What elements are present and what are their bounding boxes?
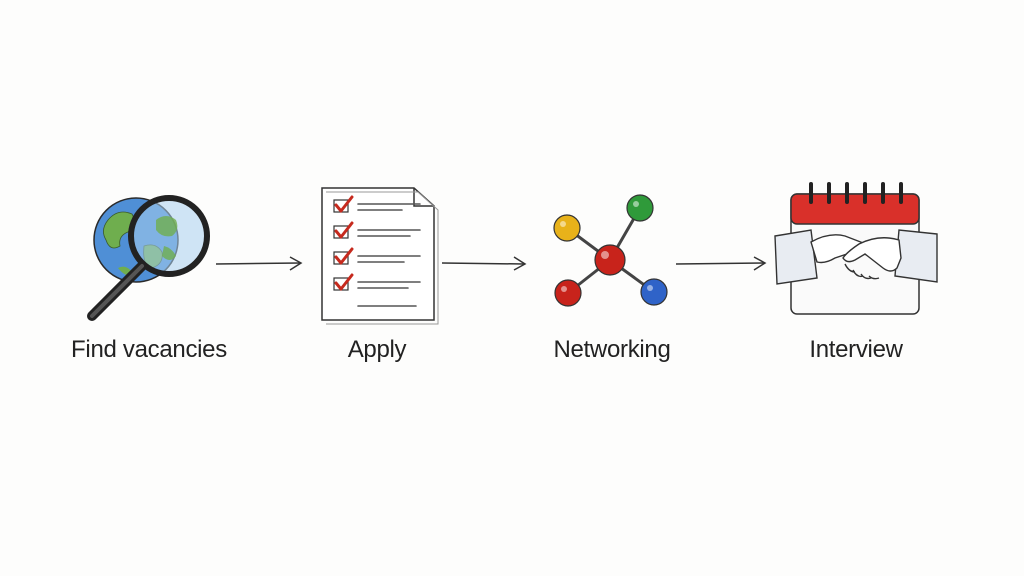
step-networking: Networking: [527, 180, 697, 380]
step-apply: Apply: [292, 180, 462, 380]
network-nodes-icon: [553, 194, 668, 307]
step-label-apply: Apply: [347, 336, 407, 363]
arrow-2: [441, 256, 527, 271]
calendar-handshake-icon: [774, 182, 938, 315]
step-label-interview: Interview: [809, 336, 903, 363]
step-interview: Interview: [771, 180, 941, 380]
arrow-3: [675, 256, 767, 271]
globe-magnifier-icon: [87, 195, 210, 321]
arrow-1: [215, 256, 303, 271]
step-label-find-vacancies: Find vacancies: [71, 336, 227, 363]
step-label-networking: Networking: [553, 336, 671, 363]
step-find-vacancies: Find vacancies: [64, 180, 234, 380]
checklist-document-icon: [321, 187, 439, 325]
